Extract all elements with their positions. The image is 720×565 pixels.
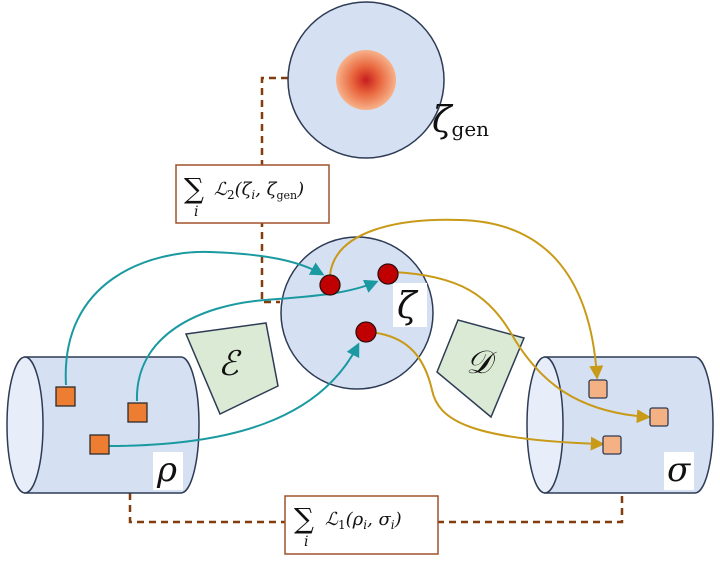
output-sample [588, 379, 608, 399]
encoder-shape [184, 322, 279, 416]
loss2-frame [175, 164, 330, 224]
loss1-sum-symbol: ∑ [294, 502, 314, 535]
rho-label: ρ [156, 450, 177, 490]
loss2-sum-symbol: ∑ [184, 172, 204, 205]
latent-points [319, 263, 399, 343]
sigma-cylinder-cap [526, 356, 564, 494]
rho-label-bg [153, 452, 183, 490]
zeta-gen-distribution [287, 1, 445, 159]
decode-arrow-3 [367, 331, 605, 451]
output-sample [602, 435, 622, 455]
output-sample [649, 407, 669, 427]
encode-arrow-3 [106, 342, 360, 447]
dashed-line-rho-sigma [128, 493, 624, 524]
input-sample [127, 402, 148, 423]
loss2-expression: ℒ2(ζi, ζgen) [214, 179, 304, 202]
encode-arrow-2 [135, 279, 379, 402]
latent-point [319, 274, 341, 296]
loss1-index: i [304, 534, 308, 550]
encode-arrow-1 [64, 250, 325, 386]
decoder-shape [436, 319, 526, 419]
input-samples [55, 386, 148, 455]
sigma-label-bg [664, 452, 694, 490]
decode-arrow-1 [329, 218, 604, 380]
input-sample [55, 386, 76, 407]
encoding-arrows [64, 250, 379, 447]
decoding-arrows [329, 218, 651, 451]
loss1-frame [284, 495, 439, 555]
loss2-box: ∑ i ℒ2(ζi, ζgen) [175, 164, 330, 224]
input-sample [89, 434, 110, 455]
encoder-label: ℰ [218, 344, 242, 384]
zeta-gen-label: ζgen [432, 100, 489, 141]
rho-cylinder-cap [6, 356, 44, 494]
output-samples [588, 379, 669, 455]
loss1-expression: ℒ1(ρi, σi) [325, 509, 402, 532]
latent-point [377, 263, 399, 285]
zeta-label: ζ [397, 286, 419, 327]
zeta-label-bg [393, 283, 427, 327]
sigma-label: σ [667, 450, 691, 490]
zeta-gen-density-blob [336, 50, 396, 110]
latent-point [355, 321, 377, 343]
loss2-index: i [194, 204, 198, 220]
loss1-box: ∑ i ℒ1(ρi, σi) [284, 495, 439, 555]
decode-arrow-2 [391, 271, 651, 424]
